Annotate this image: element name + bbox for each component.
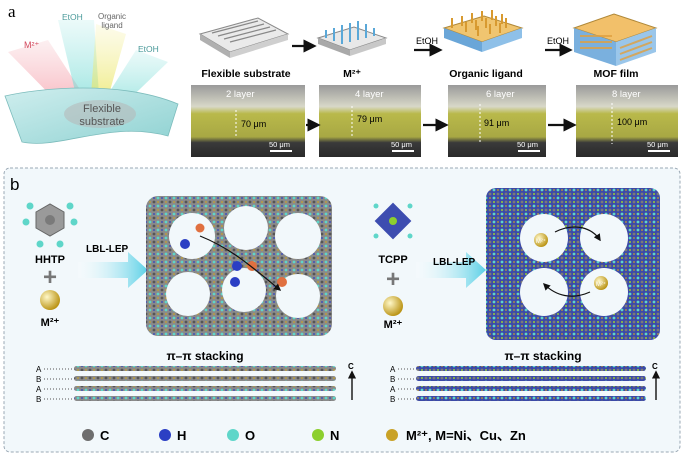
stack-left-b1: B (36, 375, 41, 384)
legend-m: M²⁺, M=Ni、Cu、Zn (406, 428, 526, 443)
chip-mof (572, 13, 658, 66)
step-label-4: MOF film (594, 68, 639, 80)
sem-4-thickness: 100 μm (617, 117, 647, 127)
m2-ions-right: M²⁺ M²⁺ (534, 233, 608, 290)
organic-line2: ligand (101, 21, 122, 30)
process-arrows (292, 39, 573, 57)
lbl-left-label: LBL-LEP (86, 244, 129, 255)
m2-ion-2: M²⁺ (596, 281, 606, 288)
sem-2: 4 layer 79 μm 50 μm (319, 85, 421, 157)
hhtp-molecule (22, 202, 78, 248)
tcpp-metal-label: M²⁺ (384, 319, 403, 331)
legend-o-ball (227, 429, 239, 441)
legend-m-ball (386, 429, 398, 441)
legend-h: H (177, 428, 186, 443)
sem-2-scale: 50 μm (391, 140, 412, 149)
beam-spot (64, 100, 136, 128)
beam-etoh2-label: EtOH (138, 44, 159, 54)
lbl-arrow-left (78, 252, 148, 288)
sem-3-scale: 50 μm (517, 140, 538, 149)
substrate-line2: substrate (79, 116, 124, 128)
arrow-etoh-2: EtOH (547, 36, 569, 46)
sem-4-layer: 8 layer (612, 89, 641, 100)
stack-left-a1: A (36, 365, 42, 374)
legend-c: C (100, 428, 110, 443)
tcpp-metal-ball (383, 296, 403, 316)
stack-left (44, 366, 336, 401)
chip-m2 (316, 21, 388, 56)
hhtp-transport-arrow (199, 235, 282, 291)
stack-right (398, 366, 646, 401)
sem-2-layer: 4 layer (355, 89, 384, 100)
panel-a-label: a (8, 2, 16, 21)
legend-c-ball (82, 429, 94, 441)
stacking-title-right: π–π stacking (504, 349, 581, 363)
chip-flexible (198, 17, 290, 58)
tcpp-framework (486, 188, 660, 340)
stack-right-a2: A (390, 385, 396, 394)
lbl-arrow-right (416, 252, 486, 288)
sem-4-scale: 50 μm (647, 140, 668, 149)
step-label-2: M²⁺ (343, 68, 361, 80)
tcpp-arrow-2 (542, 282, 591, 297)
hhtp-metal-label: M²⁺ (41, 317, 60, 329)
li-ions (180, 223, 287, 287)
step-label-3: Organic ligand (449, 68, 523, 80)
sem-1-scale: 50 μm (269, 140, 290, 149)
sem-1: 2 layer 70 μm 50 μm (191, 85, 305, 157)
panel-b-label: b (10, 175, 19, 194)
legend-h-ball (159, 429, 171, 441)
sem-1-thickness: 70 μm (241, 119, 266, 129)
stack-left-a2: A (36, 385, 42, 394)
sem-3-thickness: 91 μm (484, 118, 509, 128)
legend: C H O N M²⁺, M=Ni、Cu、Zn (82, 428, 526, 443)
tcpp-arrow-1 (554, 226, 601, 242)
sem-3: 6 layer 91 μm 50 μm (448, 85, 546, 157)
tcpp-label: TCPP (378, 254, 407, 266)
stack-right-b2: B (390, 395, 395, 404)
stack-right-axis-label: C (652, 362, 658, 371)
stack-right-a1: A (390, 365, 396, 374)
sem-2-thickness: 79 μm (357, 114, 382, 124)
tcpp-molecule (373, 202, 413, 240)
beam-etoh1-label: EtOH (62, 12, 83, 22)
m2-ion-1: M²⁺ (536, 238, 546, 245)
legend-o: O (245, 428, 255, 443)
beam-m2-label: M²⁺ (24, 40, 39, 50)
hhtp-label: HHTP (35, 254, 65, 266)
stack-left-b2: B (36, 395, 41, 404)
tcpp-plus: + (386, 266, 400, 293)
sem-1-layer: 2 layer (226, 89, 255, 100)
substrate-line1: Flexible (83, 103, 121, 115)
step-label-1: Flexible substrate (201, 68, 290, 80)
chip-organic (442, 10, 524, 52)
sem-4: 8 layer 100 μm 50 μm (576, 85, 678, 157)
hhtp-plus: + (43, 264, 57, 291)
arrow-etoh-1: EtOH (416, 36, 438, 46)
hhtp-metal-ball (40, 290, 60, 310)
organic-line1: Organic (98, 12, 126, 21)
stack-right-b1: B (390, 375, 395, 384)
legend-n-ball (312, 429, 324, 441)
lbl-right-label: LBL-LEP (433, 257, 476, 268)
sem-3-layer: 6 layer (486, 89, 515, 100)
stacking-title-left: π–π stacking (166, 349, 243, 363)
stack-left-axis-label: C (348, 362, 354, 371)
legend-n: N (330, 428, 339, 443)
